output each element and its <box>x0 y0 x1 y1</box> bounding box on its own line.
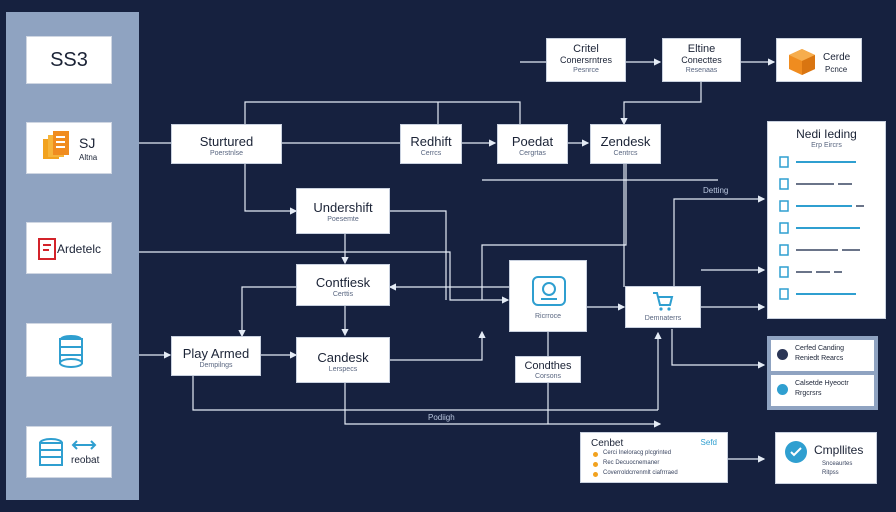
node-cerde[interactable]: Cerde Pcnce <box>776 38 862 82</box>
cmplites-title: Cmpllites <box>814 443 864 457</box>
node-undershift[interactable]: Undershift Poesemte <box>296 188 390 234</box>
node-contfiesk[interactable]: Contfiesk Certtis <box>296 264 390 306</box>
row-6 <box>779 266 842 278</box>
node-poedat-sub: Cergrtas <box>519 150 546 157</box>
cenbet-item-3: Coverroldcrrenmlt ciafrrraed <box>603 470 678 476</box>
file-stack-icon <box>43 131 69 159</box>
row-1 <box>779 156 856 168</box>
source-database[interactable] <box>26 323 112 377</box>
cenbet-dot-3 <box>593 472 598 477</box>
node-candesk-sub: Lerspecs <box>328 366 358 373</box>
neo-panel[interactable]: Nedi Ieding Erp Eircrs <box>767 121 886 319</box>
node-redshift-sub: Cerrcs <box>420 150 442 157</box>
database-icon <box>59 335 83 368</box>
source-ardetelc[interactable]: Ardetelc <box>26 222 112 274</box>
node-poedat[interactable]: Poedat Cergrtas <box>497 124 568 164</box>
database-sync-icon <box>39 438 97 466</box>
node-condthes[interactable]: Condthes Corsons <box>515 356 581 383</box>
node-structured[interactable]: Sturtured Poerstnlse <box>171 124 282 164</box>
mid-row-1-sub: Reniedt Rearcs <box>795 355 844 362</box>
node-candesk-title: Candesk <box>317 350 369 365</box>
mid-panel-row-2[interactable]: Calsetde Hyeoctr Rrgcrsrs <box>771 375 874 406</box>
node-eltine[interactable]: Eltine Conecttes Resenaas <box>662 38 741 82</box>
robot-icon <box>532 276 566 306</box>
label-podiigh: Podiigh <box>428 413 455 422</box>
node-zendesk-title: Zendesk <box>600 134 651 149</box>
node-redshift[interactable]: Redhift Cerrcs <box>400 124 462 164</box>
cenbet-title: Cenbet <box>591 438 624 449</box>
node-undershift-sub: Poesemte <box>327 216 359 223</box>
cmplites-item-2: Ritpss <box>822 470 839 476</box>
node-critel-sub1: Conersrntres <box>559 55 613 65</box>
node-critel-sub2: Pesnrce <box>573 67 599 74</box>
node-condthes-sub: Corsons <box>534 373 562 380</box>
row-4 <box>779 222 860 234</box>
node-center[interactable]: Ricrroce <box>509 260 587 332</box>
mid-panel: Cerfed Canding Reniedt Rearcs Calsetde H… <box>767 336 878 410</box>
cmplites-panel[interactable]: Cmpllites Snceaurtes Ritpss <box>775 432 877 484</box>
source-ss3[interactable]: SS3 <box>26 36 112 84</box>
row-5 <box>779 244 860 256</box>
cart-icon <box>653 292 674 311</box>
node-condthes-title: Condthes <box>524 360 572 372</box>
node-structured-title: Sturtured <box>199 134 254 149</box>
source-reobat[interactable]: reobat <box>26 426 112 478</box>
node-contfiesk-title: Contfiesk <box>315 275 371 290</box>
node-candesk[interactable]: Candesk Lerspecs <box>296 337 390 383</box>
cenbet-panel[interactable]: Cenbet Sefd Cerci Ineloracg plcgrinted R… <box>580 432 728 483</box>
node-playarmed[interactable]: Play Armed Dempilngs <box>171 336 261 376</box>
source-ss3-title: SS3 <box>50 49 88 71</box>
label-detting: Detting <box>703 186 729 195</box>
neo-panel-rows <box>779 156 864 300</box>
source-reobat-title: reobat <box>71 455 100 466</box>
node-structured-sub: Poerstnlse <box>209 150 244 157</box>
mid-row-1-title: Cerfed Canding <box>795 345 845 352</box>
node-zendesk-sub: Centrcs <box>613 150 638 157</box>
row-3 <box>779 200 864 212</box>
cenbet-dot-1 <box>593 452 598 457</box>
node-center-title: Ricrroce <box>534 313 562 320</box>
node-cart-title: Demnaterrs <box>644 315 682 322</box>
node-poedat-title: Poedat <box>511 134 554 149</box>
source-ardetelc-title: Ardetelc <box>57 242 102 256</box>
node-redshift-title: Redhift <box>410 134 452 149</box>
neo-panel-title: Nedi Ieding <box>796 127 857 141</box>
node-zendesk[interactable]: Zendesk Centrcs <box>590 124 661 164</box>
node-undershift-title: Undershift <box>313 200 373 215</box>
mid-row-1-icon <box>777 349 788 360</box>
source-sj-sub: Altna <box>79 153 98 162</box>
row-7 <box>779 288 856 300</box>
node-critel-title: Critel <box>573 43 599 55</box>
cenbet-dot-2 <box>593 462 598 467</box>
row-2 <box>779 178 852 190</box>
mid-panel-row-1[interactable]: Cerfed Canding Reniedt Rearcs <box>771 340 874 371</box>
cenbet-item-2: Rec Decuocnemaner <box>603 460 660 466</box>
cenbet-tag: Sefd <box>700 438 717 447</box>
mid-row-2-title: Calsetde Hyeoctr <box>795 380 849 387</box>
cenbet-item-1: Cerci Ineloracg plcgrinted <box>603 450 672 456</box>
checkmark-icon <box>790 447 802 457</box>
node-playarmed-title: Play Armed <box>182 346 250 361</box>
node-contfiesk-sub: Certtis <box>332 291 354 298</box>
document-icon <box>38 238 56 260</box>
node-cerde-title: Cerde <box>823 52 851 63</box>
node-eltine-title: Eltine <box>687 43 716 55</box>
source-sj-title: SJ <box>79 135 96 151</box>
node-eltine-sub2: Resenaas <box>685 67 718 74</box>
node-eltine-sub1: Conecttes <box>681 55 722 65</box>
node-cart[interactable]: Demnaterrs <box>625 286 701 328</box>
node-playarmed-sub: Dempilngs <box>199 362 233 369</box>
node-critel[interactable]: Critel Conersrntres Pesnrce <box>546 38 626 82</box>
neo-panel-sub: Erp Eircrs <box>811 142 842 149</box>
mid-row-2-icon <box>777 384 788 395</box>
source-sj[interactable]: SJ Altna <box>26 122 112 174</box>
mid-row-2-sub: Rrgcrsrs <box>795 390 822 397</box>
cube-icon <box>789 49 815 75</box>
cmplites-item-1: Snceaurtes <box>822 461 853 467</box>
node-cerde-sub: Pcnce <box>825 65 848 74</box>
